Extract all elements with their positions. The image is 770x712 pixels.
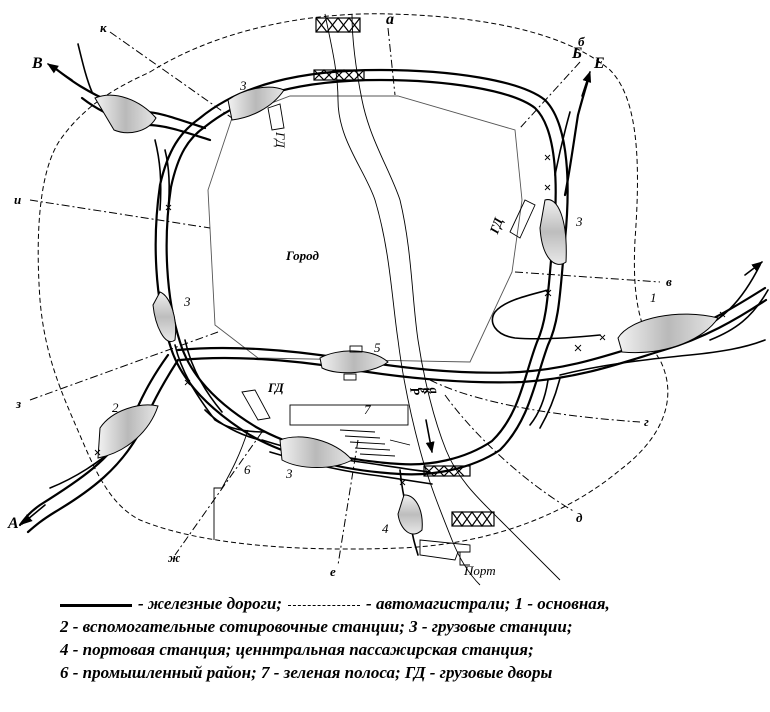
direction-a-label: А — [7, 515, 19, 532]
port-label: Порт — [463, 563, 496, 578]
junction-marks — [94, 154, 726, 486]
rail-east-low — [559, 339, 766, 376]
industrial-6-label: 6 — [244, 462, 251, 477]
station-3-south — [279, 436, 353, 468]
highway-e — [337, 439, 359, 566]
cargo-yard-nw — [267, 103, 285, 131]
river-bank-right — [351, 13, 561, 581]
station-3-nw — [227, 86, 285, 121]
gd-label-south: ГД — [267, 380, 285, 395]
rail-ring-outer — [154, 68, 569, 476]
rail-east-link — [529, 379, 549, 426]
rail-northeast-e — [563, 78, 590, 197]
station-3-label-nw: 3 — [239, 78, 247, 93]
station-4-port — [397, 494, 423, 535]
highway-z — [29, 331, 219, 401]
highway-v-label: в — [666, 274, 672, 289]
station-5-label: 5 — [374, 340, 381, 355]
highway-k-label: к — [100, 20, 107, 35]
arrow-direction-e — [581, 70, 592, 97]
station-2-label-west: 2 — [112, 400, 119, 415]
station-5-building-bottom — [343, 373, 357, 381]
river-label: Река — [407, 386, 443, 397]
highway-i-label: и — [14, 192, 21, 207]
legend-line-3: 4 - портовая станция; ценнтральная пасса… — [60, 640, 534, 659]
legend-road-text: - автомагистрали; 1 - основная, — [366, 594, 610, 613]
highway-g-label: г — [644, 414, 649, 429]
station-3-label-west: 3 — [183, 294, 191, 309]
station-3-west — [152, 291, 177, 343]
rail-nw-spur — [77, 43, 93, 93]
direction-b-label: Б — [571, 45, 582, 62]
bridge-port — [451, 510, 495, 528]
highway-i — [29, 199, 211, 229]
highway-d-label: д — [576, 510, 583, 525]
legend-road-swatch — [288, 604, 361, 606]
highway-a-label: а — [386, 11, 394, 28]
station-1-main-marshalling — [617, 313, 719, 354]
station-2-aux-marshalling — [97, 404, 159, 459]
highway-d — [444, 394, 576, 513]
rail-west-chord — [174, 344, 266, 433]
rail-industrial-spur — [204, 409, 261, 441]
station-4-label: 4 — [382, 521, 389, 536]
legend-rail-text: - железные дороги; — [138, 594, 283, 613]
rail-east-loop — [491, 289, 601, 340]
gd-label-nw: ГД — [273, 131, 288, 148]
station-5-central-passenger — [319, 350, 389, 374]
arrow-direction-a — [21, 504, 46, 525]
legend-line-4: 6 - промышленный район; 7 - зеленая поло… — [60, 663, 553, 682]
direction-e-label: Е — [593, 55, 605, 72]
river-bank-left — [324, 13, 481, 586]
station-3-label-east: 3 — [575, 214, 583, 229]
rail-west-a — [18, 353, 170, 527]
railway-junction-diagram: Город Река Порт ГД ГД ГД А Б В Е а б в г… — [7, 11, 769, 586]
highway-k — [109, 31, 233, 119]
rail-nw-link — [154, 139, 171, 211]
highway-z-label: з — [15, 396, 21, 411]
direction-v-label: В — [31, 55, 43, 72]
highway-zh — [174, 431, 263, 556]
gd-label-east: ГД — [486, 215, 506, 237]
highway-a — [387, 27, 396, 96]
highway-v — [514, 271, 661, 283]
station-3-east — [539, 199, 567, 265]
highway-e-label: е — [330, 564, 336, 579]
station-5-building-top — [349, 345, 363, 353]
arrow-east-1 — [744, 261, 763, 276]
rail-west-a-2 — [26, 358, 180, 534]
rail-northeast-e-2 — [554, 111, 571, 176]
highway-zh-label: ж — [168, 550, 181, 565]
legend-line-2: 2 - вспомогательные сотировочные станции… — [60, 617, 573, 636]
legend-line-1: - железные дороги; - автомагистрали; 1 - … — [60, 592, 760, 615]
green-strip-7 — [289, 404, 409, 426]
industrial-area-6 — [213, 429, 249, 540]
cargo-yard-ne — [509, 199, 536, 239]
rail-east-out — [699, 264, 769, 341]
city-boundary — [207, 95, 523, 363]
legend: - железные дороги; - автомагистрали; 1 - … — [60, 592, 760, 684]
gd-platform-south — [241, 389, 271, 421]
green-belt-boundary — [37, 13, 669, 550]
arrow-direction-v — [47, 63, 73, 81]
bridge-north-top — [315, 17, 361, 33]
highway-b-label: б — [578, 34, 585, 49]
arrow-river-flow — [425, 419, 435, 454]
green-strip-7-label: 7 — [364, 402, 371, 417]
highway-b — [519, 61, 581, 129]
city-label: Город — [285, 248, 320, 263]
station-2-northwest — [94, 94, 157, 134]
legend-rail-swatch — [60, 603, 132, 607]
rail-east-link-2 — [539, 377, 561, 429]
rail-west-chord-2 — [184, 339, 223, 413]
port-pier — [419, 539, 471, 566]
sidings-fan-south — [339, 429, 411, 457]
station-1-label: 1 — [650, 290, 657, 305]
highway-g — [429, 379, 641, 423]
station-3-label-south: 3 — [285, 466, 293, 481]
